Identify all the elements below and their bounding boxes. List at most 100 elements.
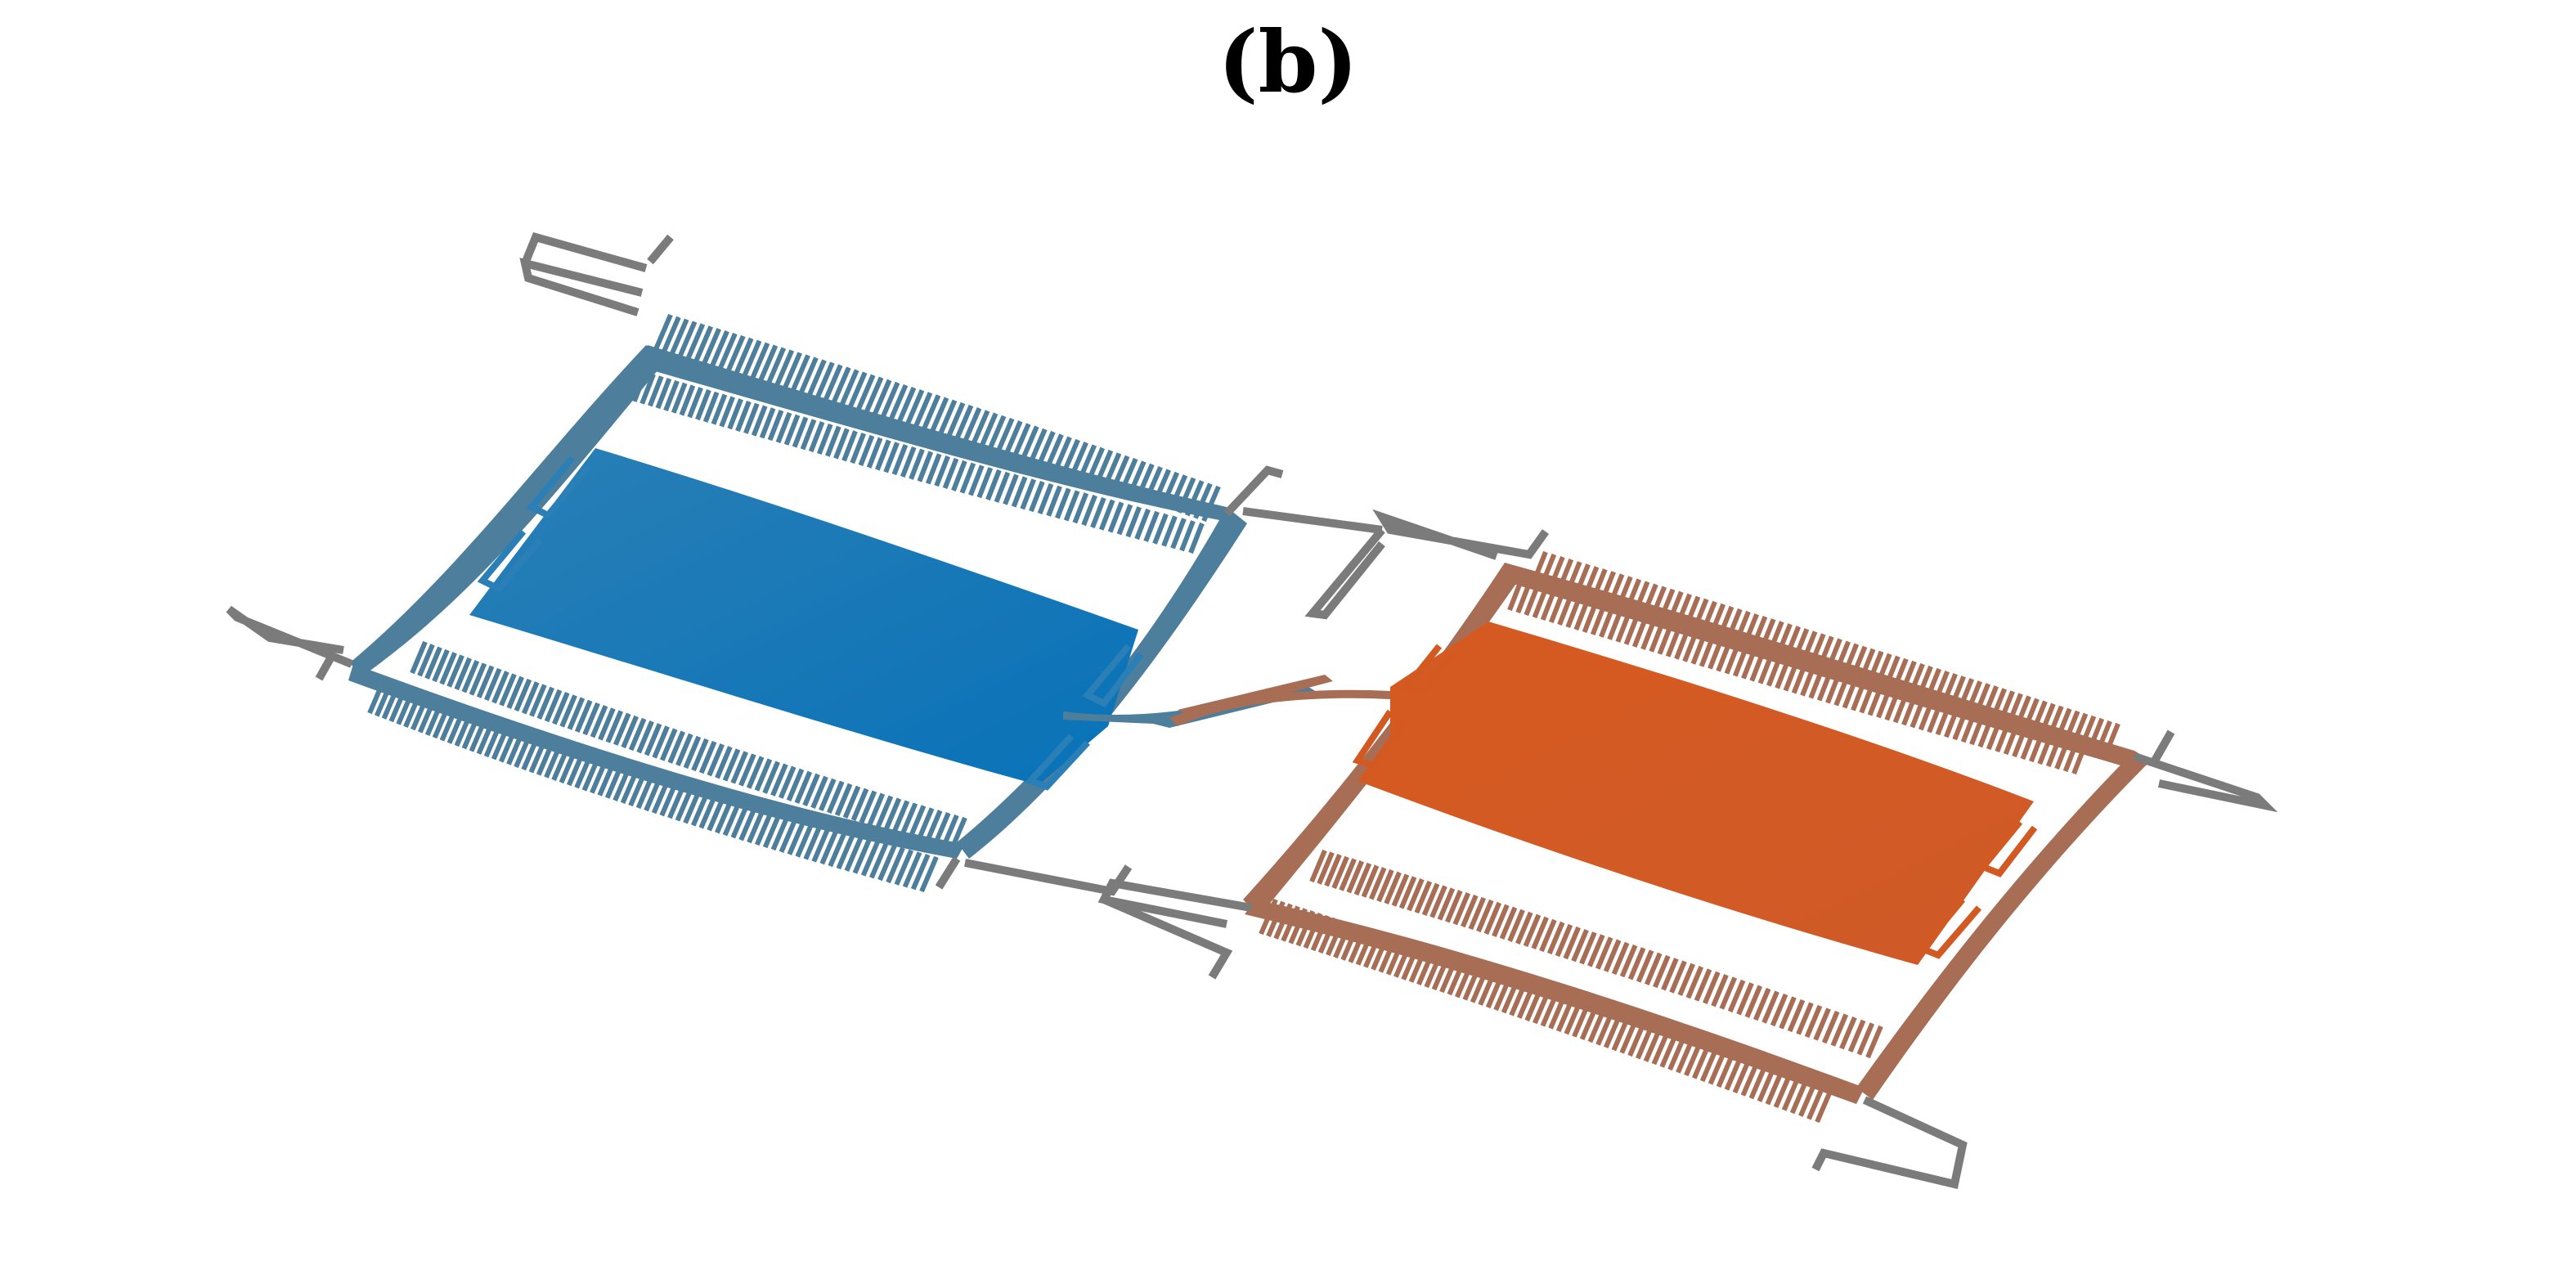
comb-finger — [1468, 896, 1487, 931]
comb-finger — [917, 451, 934, 482]
comb-finger — [652, 725, 670, 759]
comb-finger — [833, 428, 850, 460]
blue-anchors — [226, 231, 1385, 896]
comb-finger — [783, 414, 801, 446]
comb-finger — [521, 681, 540, 715]
comb-finger — [1653, 954, 1671, 989]
comb-finger — [1143, 510, 1160, 542]
comb-finger — [985, 469, 1002, 501]
comb-finger — [832, 366, 851, 403]
comb-finger — [506, 675, 524, 709]
comb-finger — [1619, 944, 1638, 978]
comb-finger — [986, 415, 1007, 451]
comb-finger — [677, 321, 698, 357]
comb-finger — [1003, 473, 1019, 505]
comb-finger — [794, 770, 813, 804]
comb-finger — [900, 802, 918, 836]
comb-finger — [640, 373, 656, 405]
comb-finger — [896, 386, 917, 424]
comb-finger — [1685, 966, 1704, 999]
comb-finger — [461, 660, 480, 693]
comb-finger — [1046, 485, 1062, 517]
comb-finger — [750, 342, 770, 379]
comb-finger — [819, 828, 839, 865]
comb-finger — [636, 720, 654, 754]
comb-finger — [1865, 1025, 1883, 1059]
comb-finger — [683, 735, 702, 770]
comb-finger — [775, 411, 792, 443]
comb-finger — [743, 402, 760, 434]
comb-finger — [834, 783, 853, 816]
comb-finger — [954, 404, 974, 442]
comb-finger — [894, 849, 914, 886]
orange-comb-bottom-inner — [1309, 849, 1883, 1059]
comb-finger — [866, 437, 883, 469]
comb-finger — [1830, 1013, 1849, 1047]
comb-finger — [888, 384, 909, 421]
comb-finger — [842, 785, 861, 819]
comb-finger — [514, 678, 532, 712]
comb-finger — [590, 705, 608, 738]
comb-finger — [1669, 960, 1687, 994]
comb-finger — [1029, 481, 1045, 513]
comb-finger — [859, 790, 877, 824]
comb-finger — [880, 381, 900, 419]
comb-finger — [1081, 494, 1097, 527]
comb-finger — [1324, 854, 1342, 887]
comb-finger — [1339, 858, 1357, 891]
comb-finger — [718, 332, 738, 370]
comb-finger — [499, 673, 517, 707]
comb-finger — [1170, 518, 1187, 550]
comb-finger — [1037, 482, 1054, 514]
comb-finger — [808, 421, 825, 453]
comb-finger — [791, 354, 810, 391]
comb-finger — [836, 832, 856, 870]
comb-finger — [695, 388, 711, 421]
comb-finger — [424, 646, 442, 680]
comb-finger — [1384, 871, 1402, 904]
comb-finger — [659, 728, 678, 761]
comb-finger — [1531, 916, 1549, 949]
comb-finger — [786, 768, 805, 801]
comb-finger — [864, 376, 884, 413]
comb-finger — [855, 374, 876, 411]
comb-finger — [1429, 885, 1447, 918]
comb-finger — [644, 723, 662, 756]
comb-finger — [1804, 1004, 1823, 1039]
comb-finger — [1072, 492, 1089, 524]
comb-finger — [850, 788, 869, 821]
comb-finger — [1821, 1010, 1840, 1044]
comb-finger — [916, 807, 935, 841]
comb-finger — [1376, 868, 1394, 903]
comb-finger — [1636, 949, 1654, 983]
comb-finger — [795, 821, 815, 858]
comb-finger — [811, 826, 831, 863]
comb-finger — [1770, 993, 1788, 1027]
comb-finger — [552, 692, 570, 725]
comb-finger — [1719, 976, 1738, 1010]
comb-finger — [469, 662, 487, 696]
comb-finger — [1011, 476, 1028, 508]
comb-finger — [663, 379, 680, 411]
comb-finger — [439, 652, 457, 685]
comb-finger — [1445, 890, 1463, 923]
comb-finger — [1661, 958, 1679, 991]
comb-finger — [1787, 999, 1806, 1033]
comb-finger — [1368, 867, 1387, 900]
comb-finger — [762, 761, 780, 794]
comb-finger — [544, 689, 563, 723]
comb-finger — [1579, 931, 1597, 965]
comb-finger — [1507, 909, 1525, 942]
comb-finger — [762, 811, 783, 849]
comb-finger — [1677, 963, 1695, 996]
comb-finger — [1134, 508, 1151, 541]
comb-finger — [860, 840, 881, 877]
comb-finger — [875, 439, 891, 471]
blue-frame-bottom-rail — [348, 664, 965, 859]
comb-finger — [1331, 855, 1349, 890]
comb-finger — [726, 334, 746, 372]
comb-finger — [1744, 985, 1763, 1018]
comb-finger — [816, 423, 833, 455]
comb-finger — [738, 753, 756, 787]
